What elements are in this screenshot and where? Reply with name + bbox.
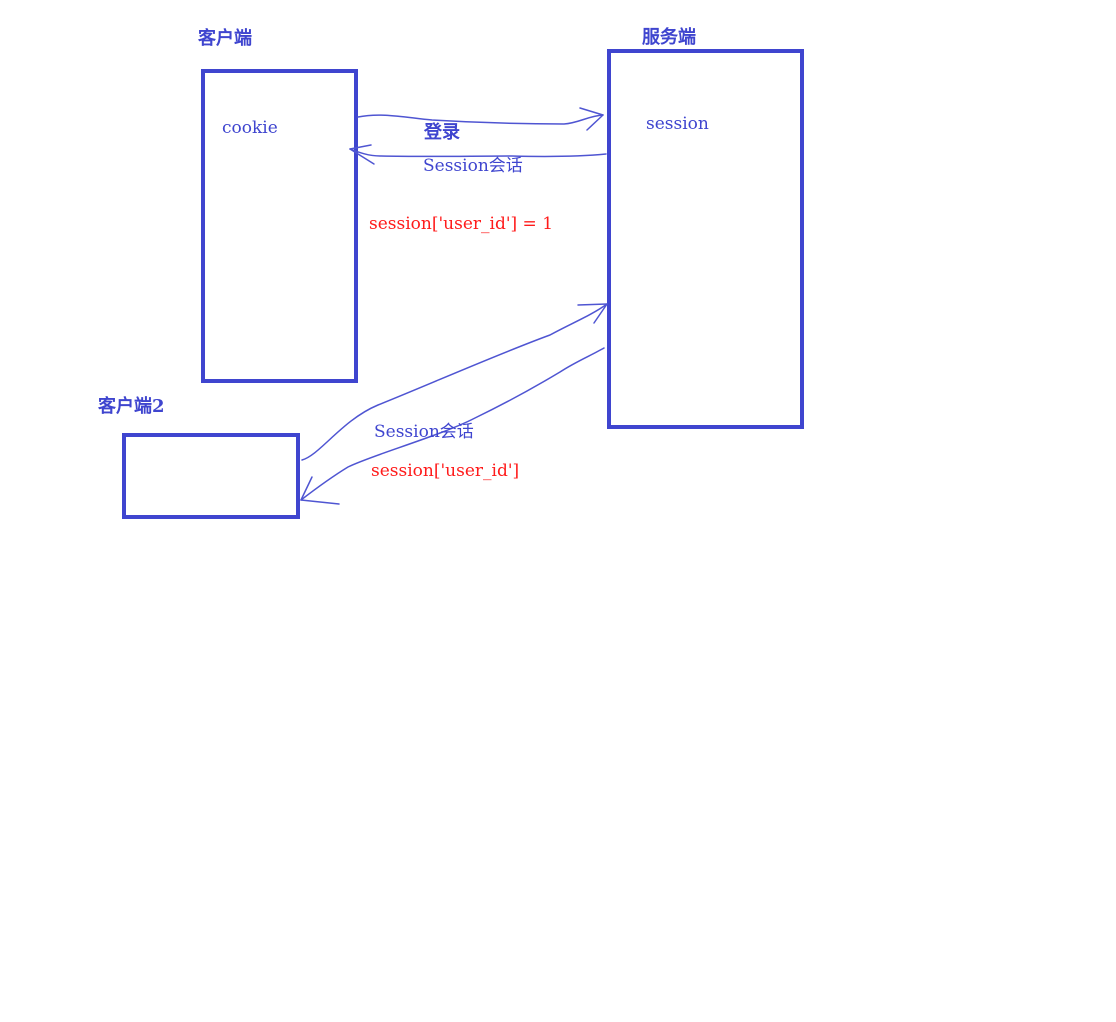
session-assignment-label: session['user_id'] = 1 (369, 214, 554, 234)
client2-response-arrowhead (300, 476, 340, 505)
client2-response-arrow (300, 347, 605, 501)
login-label: 登录 (424, 122, 460, 143)
client-box (201, 69, 358, 383)
session-response-arrow (349, 148, 607, 158)
server-title: 服务端 (642, 27, 696, 48)
client2-box (122, 433, 300, 519)
session-storage-label: session (646, 114, 709, 134)
session-response-label-1: Session会话 (423, 156, 523, 176)
client-title: 客户端 (198, 28, 252, 49)
session-response-label-2: Session会话 (374, 422, 474, 442)
login-arrow (357, 114, 604, 125)
cookie-label: cookie (222, 118, 278, 138)
client2-request-arrow (301, 303, 608, 461)
session-lookup-label: session['user_id'] (371, 461, 520, 481)
login-arrowhead (579, 107, 604, 131)
server-box (607, 49, 804, 429)
session-response-arrowhead (349, 144, 375, 165)
client2-title: 客户端2 (98, 396, 165, 417)
client2-request-arrowhead (577, 303, 608, 324)
